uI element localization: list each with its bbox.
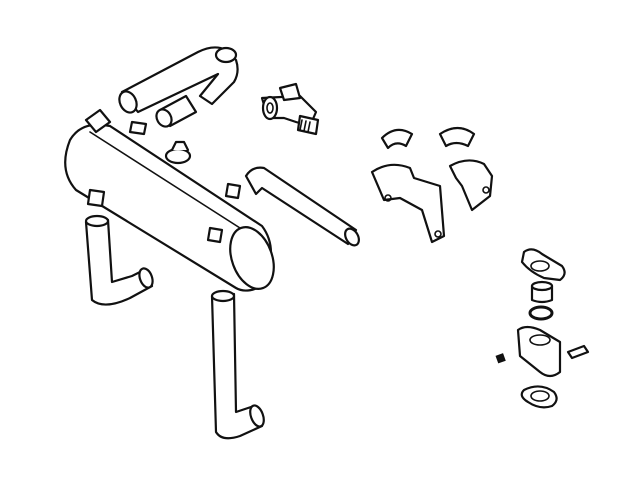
short-hose xyxy=(155,94,198,128)
left-elbow-pipe xyxy=(84,214,154,306)
tee-fitting xyxy=(260,82,320,136)
muffler xyxy=(64,108,275,292)
thermostat-assembly xyxy=(495,248,590,409)
lower-elbow-pipe xyxy=(210,289,265,440)
upper-elbow-hose xyxy=(118,46,239,114)
clamp-brackets xyxy=(370,126,494,244)
side-pipe xyxy=(244,166,360,247)
